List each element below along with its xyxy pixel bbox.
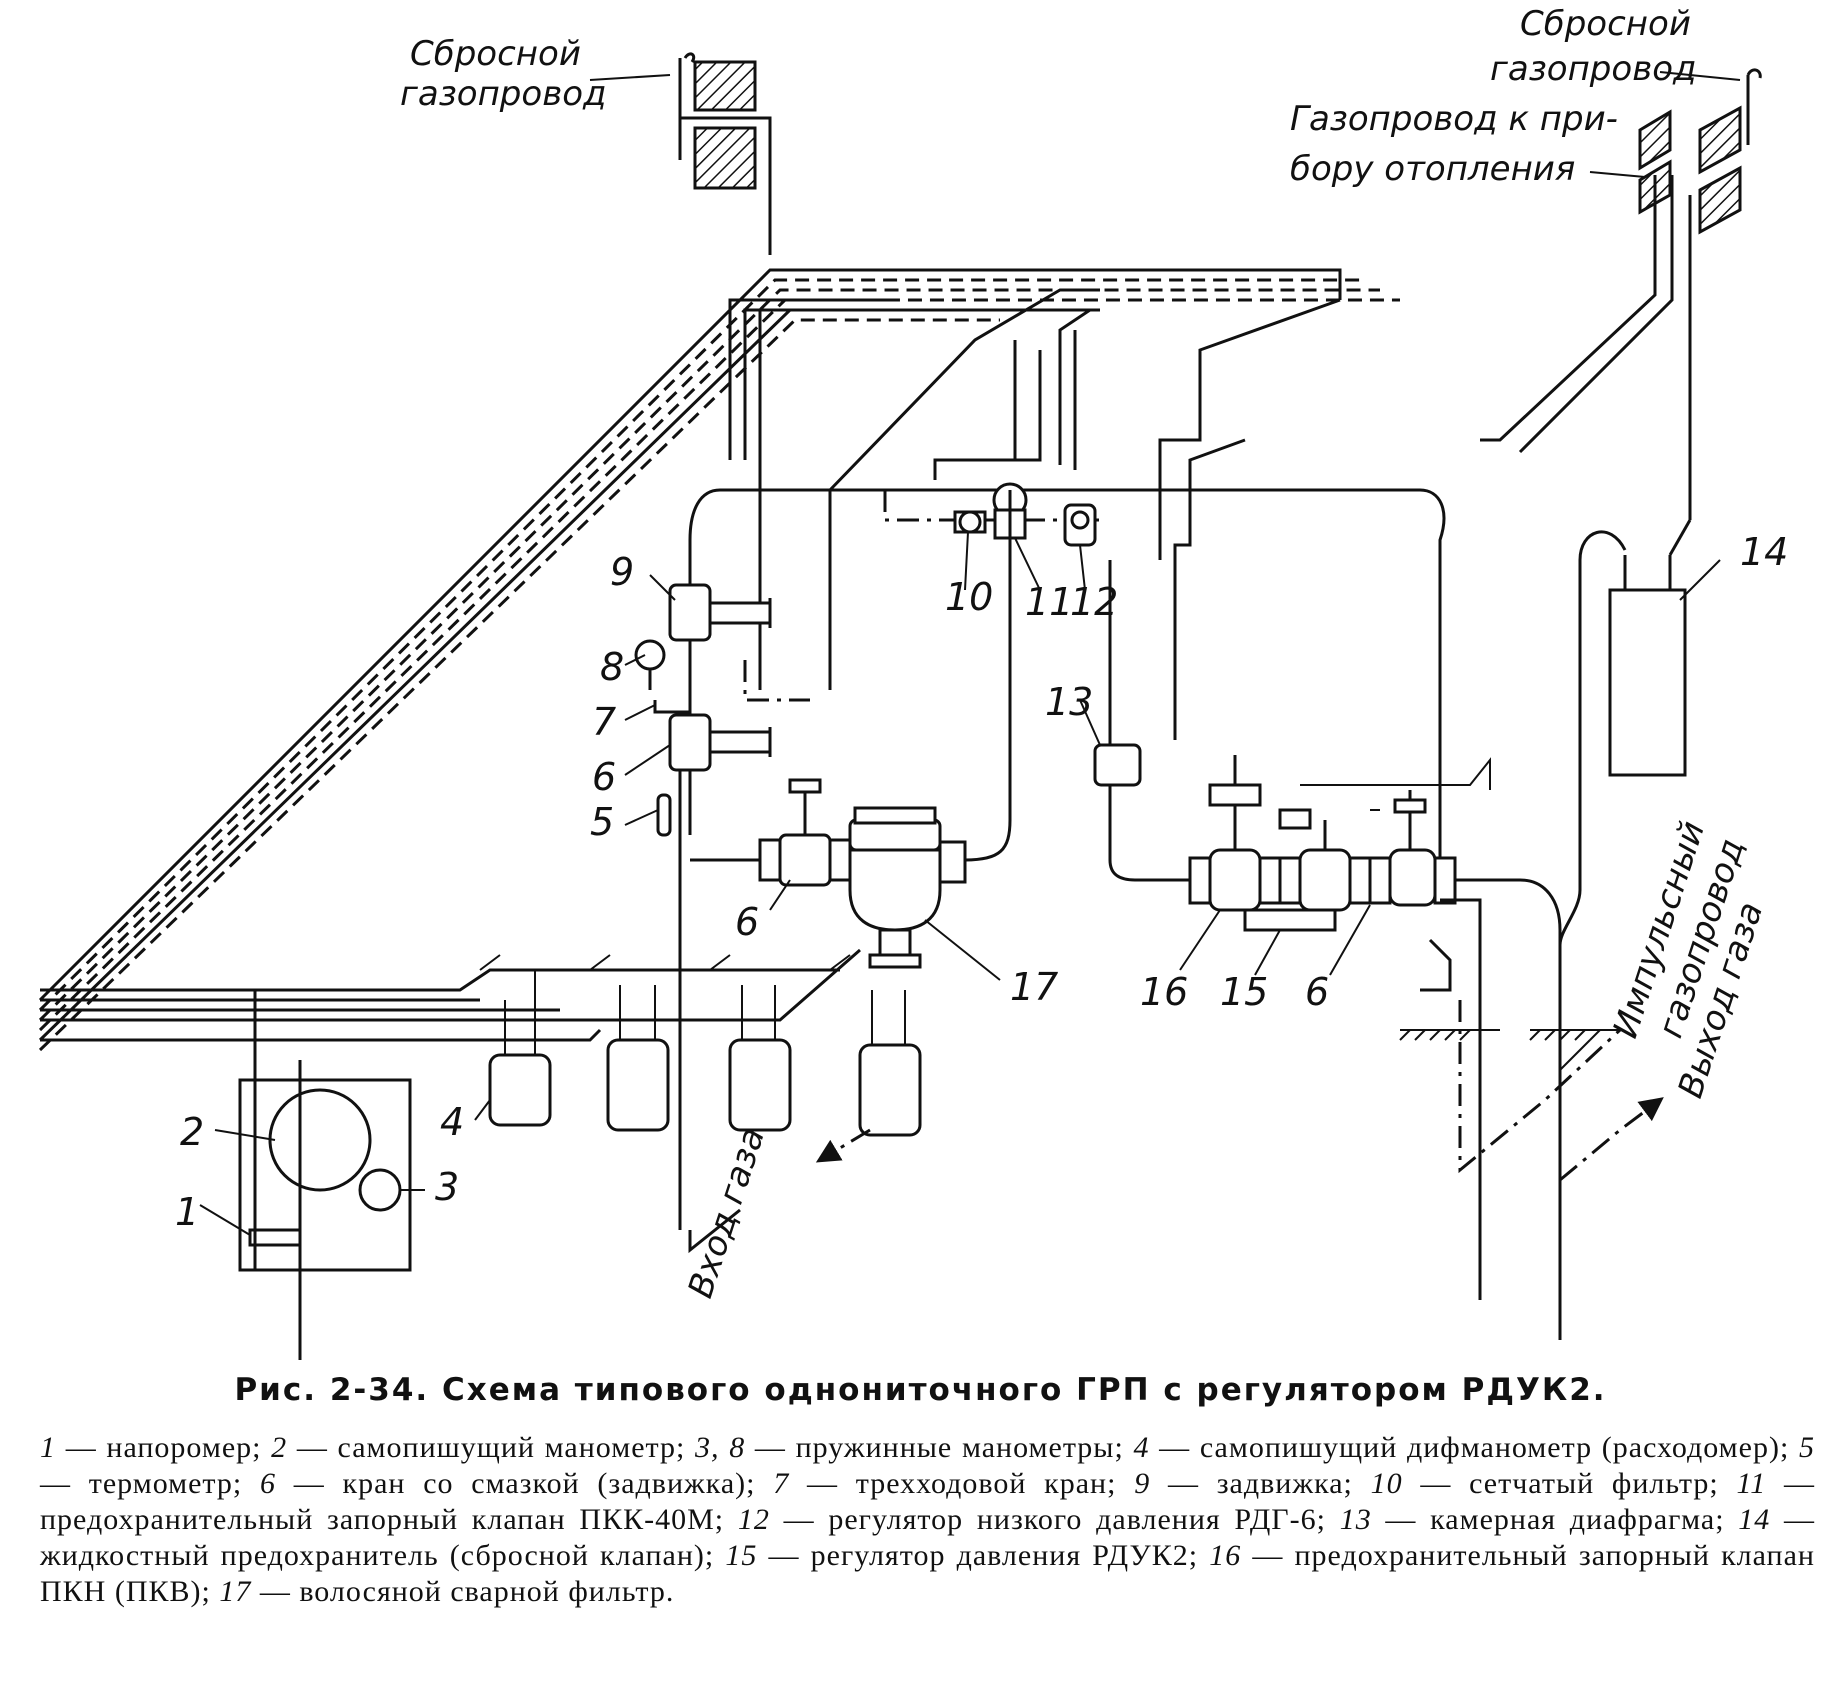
grp-schematic: Сбросной газопровод Сбросной газопровод … [38,4,1788,1360]
legend-number: 4 [1133,1431,1150,1464]
legend-text: — напоромер; [56,1431,272,1464]
plug-valve-6a [668,713,772,772]
num-9: 9 [610,550,634,594]
legend-text: — предохранительный запорный клапан ПКН … [40,1539,1815,1608]
flow-recorders-4 [479,954,922,1137]
num-12: 12 [1070,580,1118,624]
right-wall [1638,68,1762,235]
figure-legend: 1 — напоромер; 2 — самопишущий манометр;… [40,1430,1815,1610]
filter-17 [848,806,967,969]
legend-number: 10 [1370,1467,1403,1500]
legend-text: — задвижка; [1150,1467,1371,1500]
num-14: 14 [1740,530,1788,574]
instrument-panel [238,990,412,1360]
legend-number: 15 [725,1539,758,1572]
legend-text: — самопишущий манометр; [287,1431,696,1464]
legend-number: 16 [1209,1539,1242,1572]
legend-number: 6 [260,1467,276,1500]
svg-text:газопровод: газопровод [400,74,607,114]
legend-text: — жидкостный предохранитель (сбросной кл… [40,1503,1815,1572]
gate-valve-9 [668,583,772,642]
num-5: 5 [590,800,614,844]
svg-text:бору отопления: бору отопления [1290,149,1575,189]
plug-valve-6c [1368,790,1457,907]
num-6c: 6 [1305,970,1329,1014]
left-wall [678,52,772,255]
shutoff-valve-16 [1188,755,1282,912]
regulator-12 [1063,503,1097,547]
three-way-valve-7 [653,700,690,714]
num-4: 4 [440,1100,464,1144]
num-7: 7 [592,700,616,744]
legend-text: — кран со смазкой (задвижка); [276,1467,774,1500]
filter-10 [953,510,987,534]
num-8: 8 [600,645,624,689]
num-10: 10 [945,575,993,619]
num-11: 11 [1025,580,1073,624]
heating-label: Газопровод к при- бору отопления [1290,99,1618,189]
legend-number: 12 [737,1503,770,1536]
gas-in-label: Вход газа [681,1123,773,1303]
vent-right-label: Сбросной газопровод [1490,4,1697,89]
thermometer-5 [656,793,672,837]
svg-text:газопровод: газопровод [1490,49,1697,89]
pressure-gauge-8 [634,639,666,690]
legend-number: 11 [1736,1467,1767,1500]
legend-text: — сетчатый фильтр; [1402,1467,1737,1500]
liquid-safety-14 [1608,519,1692,777]
num-6a: 6 [592,755,616,799]
num-13: 13 [1045,680,1093,724]
legend-number: 9 [1134,1467,1151,1500]
legend-text: — предохранительный запорный клапан ПКК-… [40,1467,1816,1536]
legend-number: 14 [1738,1503,1771,1536]
legend-number: 13 [1339,1503,1372,1536]
svg-text:Сбросной: Сбросной [410,34,581,74]
num-1: 1 [175,1190,199,1234]
legend-text: — камерная диафрагма; [1371,1503,1739,1536]
diagonal-bundle [38,268,1400,1052]
diaphragm-13 [1093,743,1142,787]
vent-left-label: Сбросной газопровод [400,34,607,114]
legend-number: 17 [219,1575,252,1608]
num-17: 17 [1010,965,1058,1009]
plug-valve-6b [758,778,852,887]
legend-text: — термометр; [40,1467,260,1500]
legend-number: 3, 8 [695,1431,746,1464]
legend-number: 1 [40,1431,56,1464]
legend-number: 7 [773,1467,790,1500]
svg-text:Сбросной: Сбросной [1520,4,1691,44]
num-16: 16 [1140,970,1188,1014]
legend-text: — самопишущий дифманометр (расходомер); [1149,1431,1799,1464]
legend-text: — регулятор давления РДУК2; [757,1539,1210,1572]
regulator-15 [1243,808,1372,932]
legend-text: — волосяной сварной фильтр. [251,1575,675,1608]
num-15: 15 [1220,970,1268,1014]
legend-text: — регулятор низкого давления РДГ-6; [769,1503,1340,1536]
num-3: 3 [435,1165,459,1209]
manifold [40,948,861,1042]
svg-text:Газопровод к при-: Газопровод к при- [1290,99,1618,139]
legend-number: 5 [1799,1431,1815,1464]
num-6b: 6 [735,900,759,944]
num-2: 2 [180,1110,204,1154]
legend-text: — пружинные манометры; [745,1431,1134,1464]
legend-text: — трехходовой кран; [789,1467,1135,1500]
legend-number: 2 [271,1431,288,1464]
figure-caption-title: Рис. 2-34. Схема типового однониточного … [234,1372,1607,1408]
